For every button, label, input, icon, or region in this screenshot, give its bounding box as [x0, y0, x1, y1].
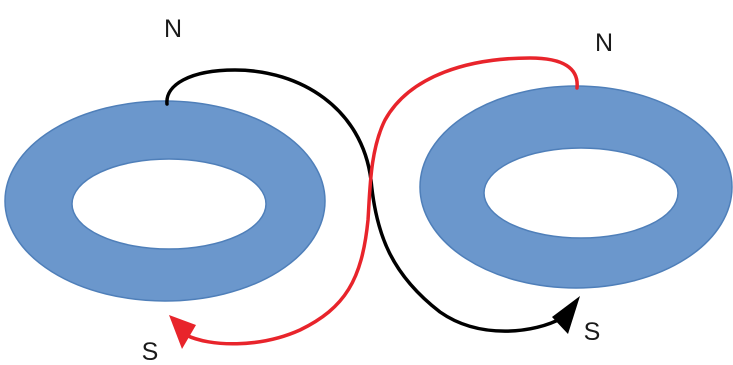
black-arrowhead [552, 296, 580, 334]
right-ring [420, 86, 732, 288]
red-arrowhead [169, 315, 196, 349]
right-south-label: S [584, 318, 601, 346]
left-ring [5, 101, 325, 301]
left-north-label: N [164, 15, 182, 43]
right-north-label: N [595, 29, 613, 57]
left-south-label: S [142, 338, 159, 365]
